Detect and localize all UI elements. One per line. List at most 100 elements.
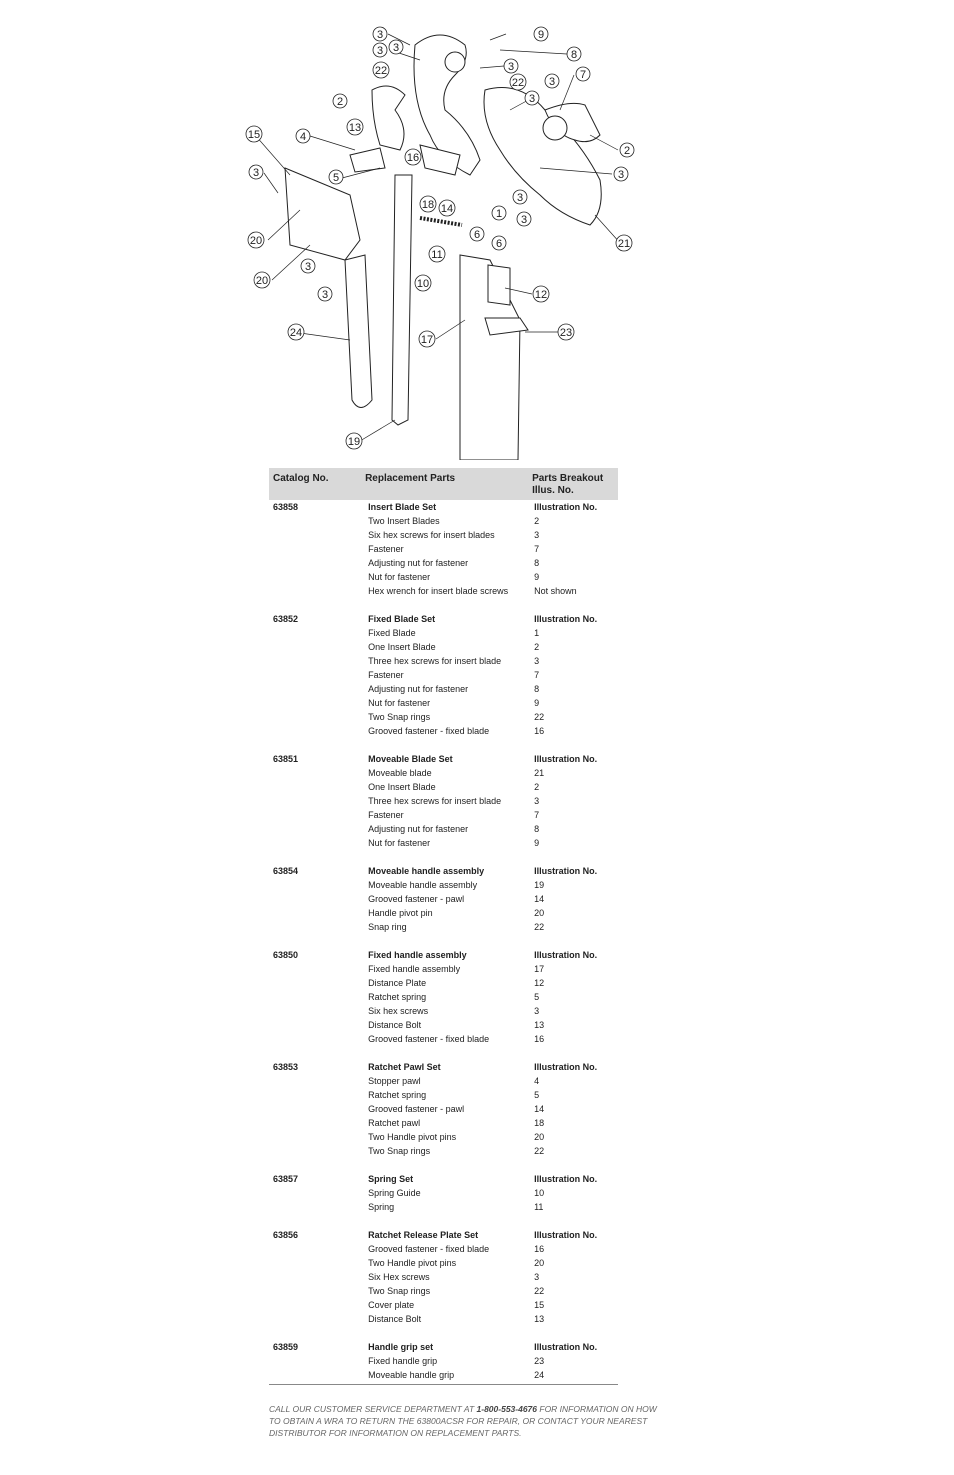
empty-cell: [269, 514, 361, 528]
group-title: Moveable Blade Set: [368, 754, 453, 764]
empty-cell: [269, 990, 361, 1004]
part-name: Two Snap rings: [368, 1146, 431, 1156]
illustration-number: 2: [534, 782, 540, 792]
svg-text:20: 20: [250, 235, 262, 247]
illustration-number: 15: [534, 1300, 545, 1310]
spring: [419, 216, 463, 227]
empty-cell: [269, 1116, 361, 1130]
header-illus-no: Parts Breakout Illus. No.: [528, 468, 618, 500]
part-name: Fixed Blade: [368, 628, 416, 638]
illustration-no-label: Illustration No.: [534, 1174, 598, 1184]
illustration-no-label: Illustration No.: [534, 614, 598, 624]
illustration-number: 19: [534, 880, 545, 890]
illustration-number: 3: [534, 796, 540, 806]
part-name: Two Handle pivot pins: [368, 1258, 457, 1268]
illustration-number: 22: [534, 712, 545, 722]
empty-cell: [269, 1284, 361, 1298]
empty-cell: [269, 1256, 361, 1270]
illustration-number: 14: [534, 894, 545, 904]
callout-23: 23: [557, 323, 575, 341]
group-title: Handle grip set: [368, 1342, 434, 1352]
svg-text:13: 13: [349, 122, 361, 134]
group-spacer: [269, 598, 618, 612]
illustration-number: 3: [534, 530, 540, 540]
empty-cell: [269, 556, 361, 570]
empty-cell: [269, 1200, 361, 1214]
part-name: Six Hex screws: [368, 1272, 430, 1282]
part-name: Adjusting nut for fastener: [368, 824, 469, 834]
part-name: Fastener: [368, 544, 404, 554]
group-title: Fixed Blade Set: [368, 614, 436, 624]
empty-cell: [269, 1186, 361, 1200]
callout-11: 11: [428, 245, 446, 263]
catalog-number: 63858: [273, 502, 299, 512]
illustration-number: 5: [534, 992, 540, 1002]
part-name: Two Handle pivot pins: [368, 1132, 457, 1142]
empty-cell: [269, 836, 361, 850]
svg-text:1: 1: [496, 208, 502, 220]
group-title: Ratchet Pawl Set: [368, 1062, 441, 1072]
part-name: Fixed handle grip: [368, 1356, 438, 1366]
callout-15: 15: [245, 125, 263, 143]
empty-cell: [269, 794, 361, 808]
svg-text:3: 3: [508, 61, 514, 73]
callout-10: 10: [414, 274, 432, 292]
part-name: Hex wrench for insert blade screws: [368, 586, 509, 596]
part-name: Six hex screws for insert blades: [368, 530, 495, 540]
group-title: Fixed handle assembly: [368, 950, 467, 960]
callout-20: 20: [247, 231, 265, 249]
svg-text:3: 3: [377, 45, 383, 57]
svg-text:3: 3: [305, 261, 311, 273]
illustration-number: 3: [534, 1006, 540, 1016]
moveable-handle: [391, 174, 413, 426]
empty-cell: [269, 724, 361, 738]
svg-text:7: 7: [580, 69, 586, 81]
part-name: Moveable blade: [368, 768, 432, 778]
svg-text:24: 24: [290, 327, 302, 339]
svg-text:3: 3: [618, 169, 624, 181]
part-name: Grooved fastener - fixed blade: [368, 726, 490, 736]
svg-text:6: 6: [496, 238, 502, 250]
svg-text:21: 21: [618, 238, 630, 250]
empty-cell: [269, 1242, 361, 1256]
empty-cell: [269, 1074, 361, 1088]
group-spacer: [269, 934, 618, 948]
catalog-number: 63859: [273, 1342, 299, 1352]
callout-3: 3: [503, 58, 519, 74]
illustration-number: 5: [534, 1090, 540, 1100]
empty-cell: [269, 682, 361, 696]
part-name: Ratchet pawl: [368, 1118, 421, 1128]
svg-text:3: 3: [393, 42, 399, 54]
stopper-pawl: [349, 147, 386, 173]
group-spacer: [269, 850, 618, 864]
part-name: Fastener: [368, 670, 404, 680]
illustration-number: 13: [534, 1314, 545, 1324]
empty-cell: [269, 1312, 361, 1326]
illustration-no-label: Illustration No.: [534, 1342, 598, 1352]
illustration-number: 9: [534, 572, 540, 582]
svg-text:2: 2: [624, 145, 630, 157]
illustration-number: 13: [534, 1020, 545, 1030]
empty-cell: [269, 1088, 361, 1102]
group-spacer: [269, 1214, 618, 1228]
table-row: Ratchet pawl 18: [269, 1116, 618, 1130]
illustration-number: 7: [534, 544, 540, 554]
fixed-handle-left: [344, 254, 373, 408]
illustration-number: 24: [528, 1368, 618, 1385]
catalog-number: 63853: [273, 1062, 299, 1072]
group-title: Spring Set: [368, 1174, 414, 1184]
footer-phone: 1-800-553-4676: [476, 1404, 538, 1414]
empty-cell: [269, 808, 361, 822]
callout-4: 4: [295, 128, 311, 144]
illustration-number: 18: [534, 1118, 545, 1128]
